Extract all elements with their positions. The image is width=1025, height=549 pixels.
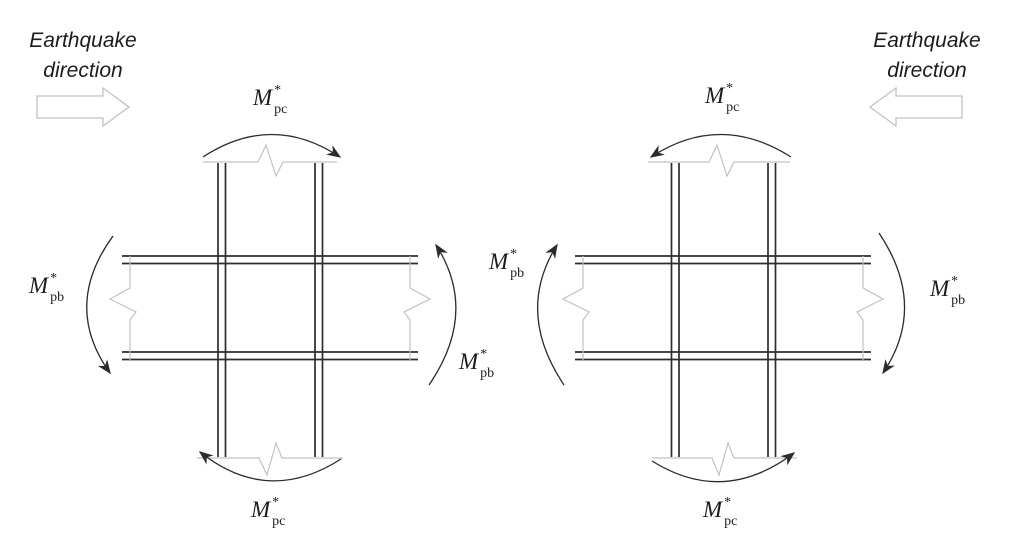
break-line-icon bbox=[108, 256, 137, 360]
moment-superscript: * bbox=[480, 347, 488, 362]
moment-symbol: M bbox=[703, 497, 723, 522]
moment-symbol: M bbox=[489, 249, 509, 274]
moment-subscript: pb bbox=[480, 366, 495, 381]
right-joint-diagram bbox=[536, 133, 906, 483]
moment-arc-beam-left-icon bbox=[536, 243, 565, 386]
moment-label-beam-left-outer: M * pb bbox=[29, 271, 65, 305]
moment-superscript: * bbox=[272, 495, 280, 510]
moment-supsub: * pc bbox=[272, 495, 286, 529]
moment-label-beam-right-of-left-joint: M * pb bbox=[459, 347, 495, 381]
moment-arc-column-bottom-icon bbox=[651, 452, 796, 483]
break-line-icon bbox=[648, 143, 790, 178]
moment-label-beam-right-outer: M * pb bbox=[930, 274, 966, 308]
moment-supsub: * pb bbox=[510, 247, 525, 281]
moment-subscript: pb bbox=[951, 293, 966, 308]
break-line-icon bbox=[652, 441, 797, 477]
moment-subscript: pb bbox=[50, 290, 65, 305]
moment-label-column-top-left: M * pc bbox=[253, 83, 288, 117]
moment-superscript: * bbox=[274, 83, 282, 98]
moment-subscript: pb bbox=[510, 266, 525, 281]
moment-superscript: * bbox=[951, 274, 959, 289]
moment-supsub: * pb bbox=[50, 271, 65, 305]
moment-supsub: * pb bbox=[480, 347, 495, 381]
moment-arc-beam-left-icon bbox=[86, 235, 114, 375]
moment-label-beam-left-of-right-joint: M * pb bbox=[489, 247, 525, 281]
right-column-member bbox=[670, 163, 777, 457]
moment-supsub: * pb bbox=[951, 274, 966, 308]
earthquake-direction-label-left: Earthquake direction bbox=[8, 26, 158, 86]
earthquake-label-line2: direction bbox=[43, 59, 123, 82]
moment-symbol: M bbox=[251, 497, 271, 522]
right-break-symbols bbox=[561, 143, 885, 477]
moment-subscript: pc bbox=[726, 100, 740, 115]
earthquake-label-line2: direction bbox=[887, 59, 967, 82]
moment-supsub: * pc bbox=[726, 81, 740, 115]
moment-subscript: pc bbox=[724, 514, 738, 529]
moment-symbol: M bbox=[459, 349, 479, 374]
moment-superscript: * bbox=[510, 247, 518, 262]
moment-superscript: * bbox=[724, 495, 732, 510]
moment-superscript: * bbox=[50, 271, 58, 286]
moment-subscript: pc bbox=[272, 514, 286, 529]
left-beam-member bbox=[122, 255, 418, 361]
moment-label-column-top-right: M * pc bbox=[705, 81, 740, 115]
moment-supsub: * pc bbox=[724, 495, 738, 529]
moment-supsub: * pc bbox=[274, 83, 288, 117]
earthquake-direction-label-right: Earthquake direction bbox=[852, 26, 1002, 86]
moment-arc-column-top-icon bbox=[649, 133, 792, 158]
break-line-icon bbox=[561, 256, 590, 360]
left-column-member bbox=[217, 163, 324, 457]
moment-symbol: M bbox=[253, 85, 273, 110]
block-arrow-left-icon bbox=[868, 86, 963, 128]
moment-symbol: M bbox=[930, 276, 950, 301]
left-break-symbols bbox=[108, 143, 432, 477]
moment-symbol: M bbox=[705, 83, 725, 108]
block-arrow-right-icon bbox=[36, 86, 131, 128]
moment-label-column-bottom-right: M * pc bbox=[703, 495, 738, 529]
moment-symbol: M bbox=[29, 273, 49, 298]
moment-arc-beam-right-icon bbox=[878, 232, 906, 375]
break-line-icon bbox=[203, 143, 337, 178]
moment-subscript: pc bbox=[274, 102, 288, 117]
break-line-icon bbox=[856, 256, 885, 360]
moment-superscript: * bbox=[726, 81, 734, 96]
right-beam-member bbox=[575, 255, 871, 361]
moment-label-column-bottom-left: M * pc bbox=[251, 495, 286, 529]
earthquake-label-line1: Earthquake bbox=[29, 29, 137, 52]
moment-arc-column-top-icon bbox=[202, 133, 342, 158]
earthquake-label-line1: Earthquake bbox=[873, 29, 981, 52]
break-line-icon bbox=[403, 256, 432, 360]
break-line-icon bbox=[197, 441, 343, 477]
moment-arc-column-bottom-icon bbox=[198, 451, 342, 482]
moment-arc-beam-right-icon bbox=[428, 243, 457, 386]
left-joint-diagram bbox=[86, 133, 457, 482]
